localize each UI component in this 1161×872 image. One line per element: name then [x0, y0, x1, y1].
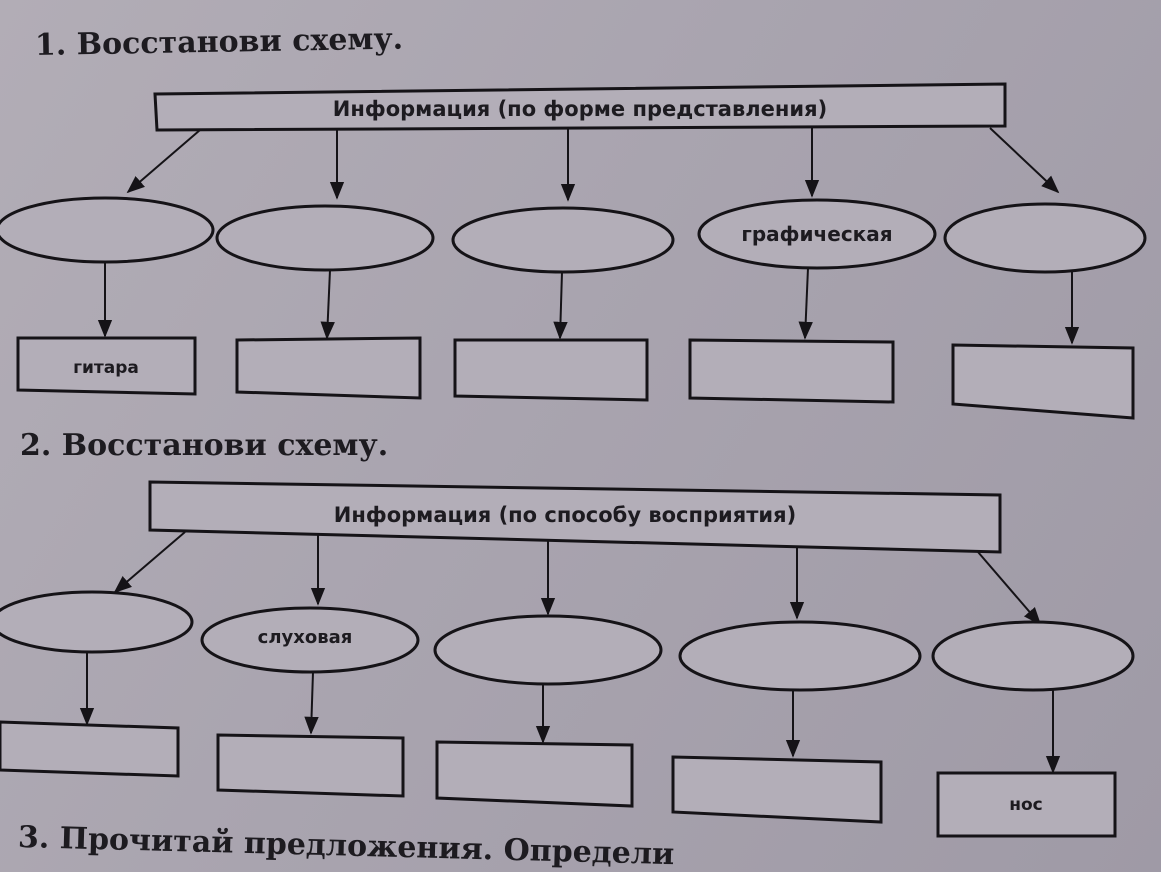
- type-ellipse-1: [0, 196, 215, 264]
- example-label-2-5: нос: [1009, 795, 1043, 815]
- root-label-2: Информация (по способу восприятия): [334, 503, 796, 527]
- type-ellipse-5: [943, 202, 1147, 274]
- type-ellipse-2-3: [433, 614, 663, 686]
- root-box: [153, 82, 1007, 132]
- example-box-1: [16, 336, 197, 396]
- diagram-form-of-representation: Информация (по форме представления) граф…: [0, 82, 1147, 420]
- type-ellipse-2-4: [678, 620, 922, 692]
- example-box-2-3: [435, 740, 634, 808]
- root-label: Информация (по форме представления): [333, 97, 827, 121]
- type-ellipse-2-1: [0, 590, 194, 654]
- type-label-2-2: слуховая: [258, 627, 353, 648]
- type-ellipse-2: [215, 204, 435, 272]
- type-label-4: графическая: [741, 222, 892, 246]
- exercise-1-heading: 1. Восстанови схему.: [34, 21, 404, 63]
- type-ellipse-2-2: [200, 606, 420, 674]
- type-ellipse-2-5: [931, 620, 1135, 692]
- root-box-2: [148, 480, 1002, 554]
- example-box-3: [453, 338, 649, 402]
- diagram-method-of-perception: Информация (по способу восприятия) слухо…: [0, 480, 1135, 838]
- example-box-2-4: [671, 755, 883, 824]
- example-label-1: гитара: [73, 358, 139, 378]
- type-ellipse-3: [451, 206, 675, 274]
- example-box-4: [688, 338, 895, 404]
- example-box-2-2: [216, 733, 405, 798]
- exercise-2-heading: 2. Восстанови схему.: [20, 428, 389, 463]
- example-box-2: [235, 336, 422, 400]
- type-ellipse-4: [697, 198, 937, 270]
- example-box-2-5: [936, 771, 1117, 838]
- example-box-5: [951, 343, 1135, 420]
- example-box-2-1: [0, 720, 180, 778]
